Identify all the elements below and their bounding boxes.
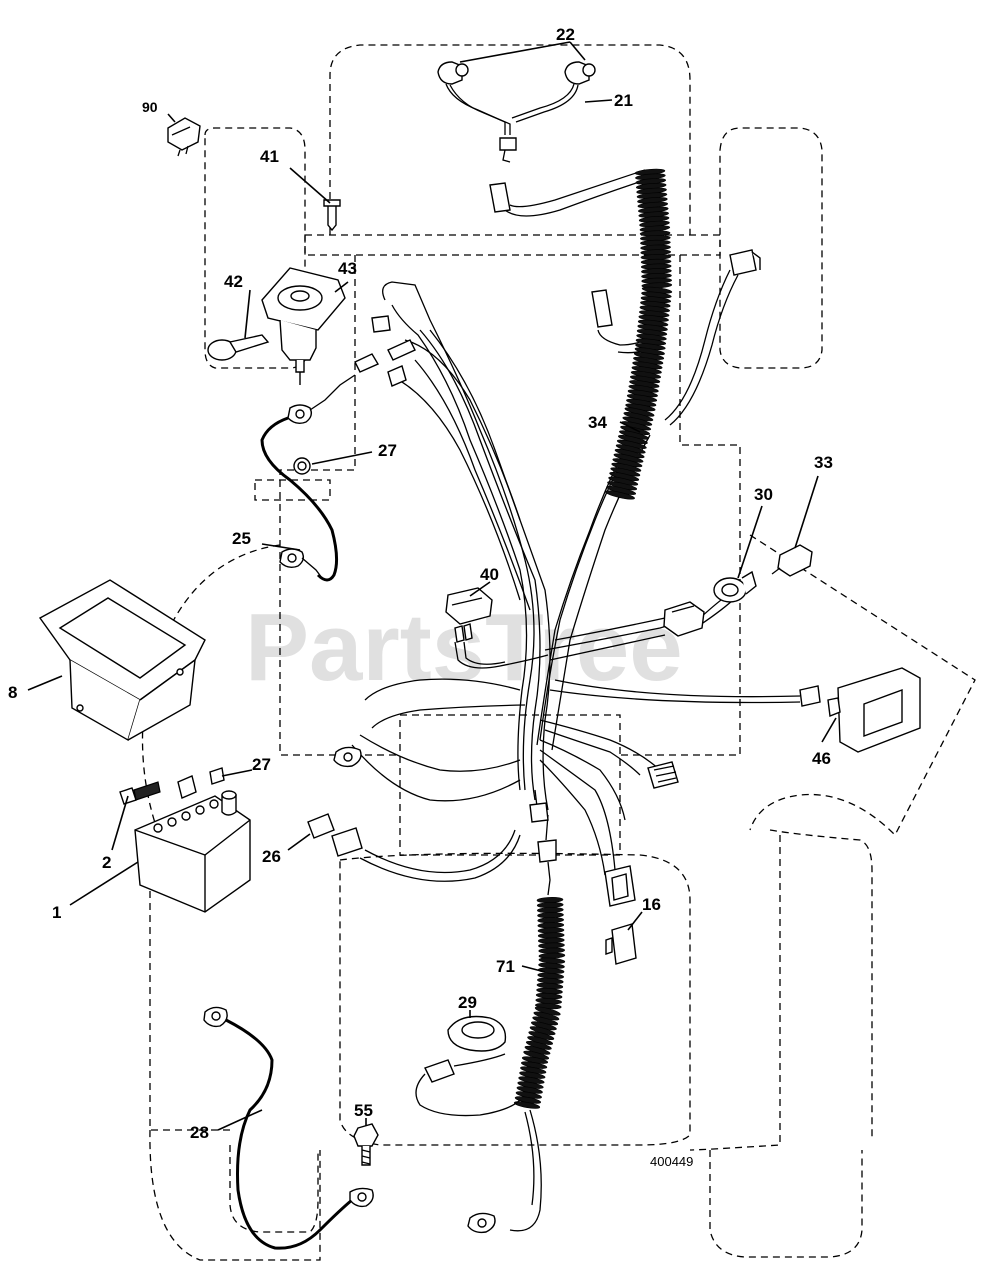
headlight-harness [437,61,596,163]
coil-ring [537,917,564,924]
callout-43: 43 [338,259,357,278]
callout-labels: 22 21 90 41 43 42 27 25 34 30 33 40 46 8… [8,25,833,1142]
callout-90: 90 [142,99,158,115]
coil-ring [537,907,564,914]
callout-16: 16 [642,895,661,914]
cable-25 [260,374,356,582]
multi-pin-connector [647,761,679,789]
inline-connector [529,802,557,896]
cable-28 [203,1006,374,1250]
callout-55: 55 [354,1101,373,1120]
coil-ring [536,897,564,903]
callout-42: 42 [224,272,243,291]
callout-8: 8 [8,683,17,702]
coil-ring [605,490,635,500]
part-90-connector [167,117,201,157]
callout-27-lower: 27 [252,755,271,774]
tractor-outline [141,44,976,1261]
callout-27-upper: 27 [378,441,397,460]
coil-ring [537,932,565,939]
switch-33 [771,544,813,577]
battery-1 [119,767,251,913]
callout-21: 21 [614,91,633,110]
coil-ring [513,1101,541,1109]
battery-tray-8 [38,579,206,742]
callout-30: 30 [754,485,773,504]
callout-2: 2 [102,853,111,872]
leader-lines [27,41,837,1131]
main-harness [351,169,801,882]
conduit-71-lead [467,1109,542,1234]
ignition-switch-assembly [207,199,346,385]
connector-26 [307,813,363,857]
switch-29 [415,1015,521,1117]
conduit-71 [513,897,566,1109]
coil-ring [537,922,565,929]
harness-connectors-upper [354,182,761,387]
conduit-40 [605,168,673,500]
connector-16 [604,865,637,965]
coil-ring [538,942,565,949]
callout-28: 28 [190,1123,209,1142]
coil-ring [538,947,565,954]
callout-71: 71 [496,957,515,976]
callout-34: 40 [480,565,499,584]
switch-30 [663,570,757,637]
callout-40: 34 [588,413,607,432]
callout-1: 1 [52,903,61,922]
drawing-number: 400449 [650,1154,693,1169]
switch-34 [445,587,493,643]
callout-33: 33 [814,453,833,472]
ring-terminal [333,746,362,768]
callout-22: 22 [556,25,575,44]
callout-29: 29 [458,993,477,1012]
module-46 [799,667,921,753]
callout-26: 26 [262,847,281,866]
callout-25: 25 [232,529,251,548]
callout-41: 41 [260,147,279,166]
callout-46: 46 [812,749,831,768]
bolt-55 [353,1123,379,1166]
